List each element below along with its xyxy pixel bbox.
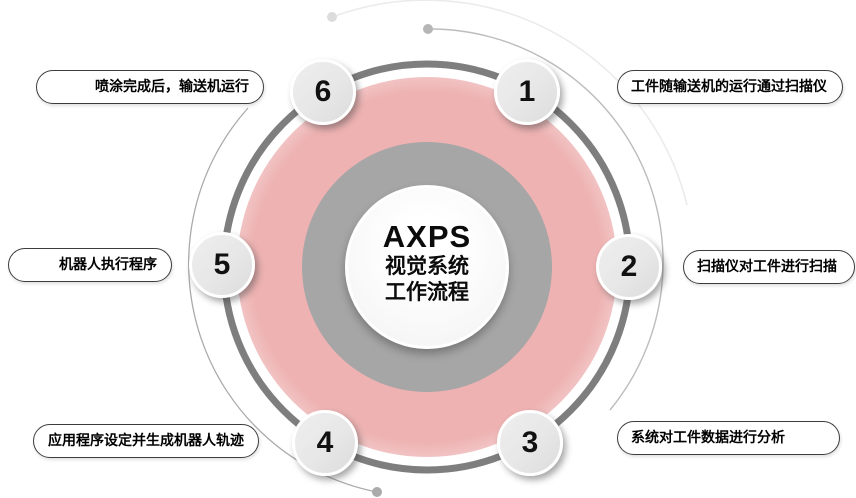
- step-node-1: 1: [494, 59, 560, 125]
- step-label-6: 喷涂完成后，输送机运行: [36, 70, 264, 104]
- hub-subtitle-line1: 视觉系统: [385, 255, 469, 278]
- step-node-6: 6: [290, 59, 356, 125]
- right-arc-end-dot: [423, 24, 433, 34]
- step-node-4: 4: [292, 410, 358, 476]
- right-thin-swoosh-arc: [427, 28, 664, 411]
- step-label-5: 机器人执行程序: [8, 248, 172, 282]
- step-label-1: 工件随输送机的运行通过扫描仪: [617, 70, 843, 104]
- hub-title: AXPS: [382, 219, 472, 254]
- step-label-4: 应用程序设定并生成机器人轨迹: [33, 424, 259, 458]
- step-node-3: 3: [497, 410, 563, 476]
- left-arc-end-dot: [372, 487, 382, 497]
- step-node-5: 5: [189, 232, 255, 298]
- step-label-2: 扫描仪对工件进行扫描: [683, 250, 855, 284]
- outer-light-swoosh-arc: [331, 0, 688, 206]
- center-hub: AXPS 视觉系统 工作流程: [345, 185, 509, 349]
- light-arc-end-dot: [327, 12, 337, 22]
- hub-subtitle-line2: 工作流程: [385, 281, 469, 304]
- step-label-3: 系统对工件数据进行分析: [617, 421, 840, 455]
- step-node-2: 2: [596, 234, 662, 300]
